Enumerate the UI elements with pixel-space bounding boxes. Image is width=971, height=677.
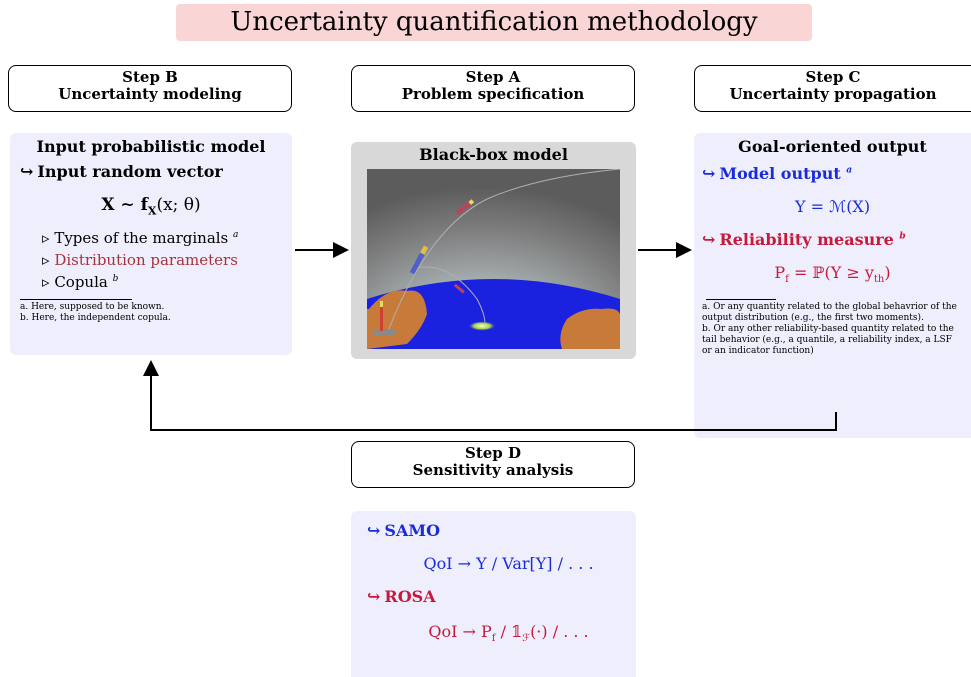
footnote-divider — [20, 299, 132, 301]
bullet-text: Types of the marginals — [54, 229, 229, 248]
arrow-c-to-b-feedback — [143, 360, 837, 431]
output-footnote-a: a. Or any quantity related to the global… — [702, 302, 957, 324]
formula-sub: th — [873, 274, 885, 286]
formula-part: ) — [884, 263, 891, 282]
input-panel-subheading: ↪Input random vector — [20, 162, 282, 181]
step-c-label: Step C — [805, 68, 861, 86]
step-b-label: Step B — [122, 68, 178, 86]
rosa-formula: QoI → Pf / 𝟙ℱ(·) / . . . — [367, 622, 620, 644]
formula-main: X ∼ f — [101, 195, 148, 215]
rocket-trajectory-illustration — [367, 169, 620, 349]
bullet-parameters: ▹ Distribution parameters — [42, 251, 282, 269]
reliability-heading: ↪Reliability measure b — [702, 230, 963, 249]
hook-arrow-icon: ↪ — [367, 521, 381, 540]
step-b-box: Step B Uncertainty modeling — [8, 65, 292, 112]
input-footnote-b: b. Here, the independent copula. — [20, 313, 171, 324]
formula-sub: ℱ — [522, 633, 531, 645]
model-output-heading: ↪Model output a — [702, 164, 963, 183]
output-footnote-b: b. Or any other reliability-based quanti… — [702, 324, 954, 357]
rocket-upper-stage-icon — [455, 199, 475, 215]
formula-sub: f — [785, 274, 789, 286]
blackbox-heading: Black-box model — [419, 145, 568, 164]
bullet-sup: b — [112, 274, 119, 285]
triangle-bullet-icon: ▹ — [42, 251, 55, 270]
step-b-title: Uncertainty modeling — [58, 85, 242, 103]
bullet-text: Distribution parameters — [54, 251, 238, 270]
rosa-text: ROSA — [384, 587, 436, 606]
input-distribution-formula: X ∼ fX(x; θ) — [20, 195, 282, 217]
input-footnote-a: a. Here, supposed to be known. — [20, 302, 165, 313]
footnote-divider — [706, 299, 776, 301]
rocket-launch-icon — [373, 301, 395, 336]
reliability-text: Reliability measure — [719, 230, 894, 249]
formula-part: / 𝟙 — [495, 622, 523, 641]
samo-text: SAMO — [384, 521, 441, 540]
triangle-bullet-icon: ▹ — [42, 273, 55, 292]
formula-part: P — [774, 263, 786, 282]
model-output-sup: a — [846, 165, 853, 176]
formula-tail: (x; θ) — [156, 195, 201, 215]
bullet-marginals: ▹ Types of the marginals a — [42, 229, 282, 247]
rosa-heading: ↪ROSA — [367, 587, 620, 606]
input-panel-heading: Input probabilistic model — [36, 137, 266, 156]
output-panel-heading: Goal-oriented output — [738, 137, 927, 156]
step-a-box: Step A Problem specification — [351, 65, 635, 112]
step-d-label: Step D — [464, 444, 522, 462]
rocket-stage-icon — [409, 245, 429, 275]
step-c-box: Step C Uncertainty propagation — [694, 65, 971, 112]
bullet-copula: ▹ Copula b — [42, 273, 282, 291]
rocket-debris-icon — [453, 283, 465, 294]
landmass-right — [560, 308, 620, 349]
model-output-text: Model output — [719, 164, 841, 183]
reliability-sup: b — [899, 231, 906, 242]
formula-part: = ℙ(Y ≥ y — [788, 263, 874, 282]
sensitivity-panel: ↪SAMO QoI → Y / Var[Y] / . . . ↪ROSA QoI… — [351, 511, 636, 677]
bullet-text: Copula — [54, 273, 108, 292]
model-output-formula: Y = ℳ(X) — [794, 197, 871, 216]
formula-part: QoI → P — [428, 622, 492, 641]
formula-sub: f — [491, 633, 496, 645]
hook-arrow-icon: ↪ — [20, 162, 34, 181]
triangle-bullet-icon: ▹ — [42, 229, 55, 248]
formula-sub: X — [147, 204, 157, 218]
step-d-box: Step D Sensitivity analysis — [351, 441, 635, 488]
hook-arrow-icon: ↪ — [702, 164, 716, 183]
bullet-sup: a — [233, 230, 239, 241]
subheading-text: Input random vector — [37, 162, 223, 181]
samo-heading: ↪SAMO — [367, 521, 620, 540]
step-c-title: Uncertainty propagation — [729, 85, 937, 103]
samo-formula: QoI → Y / Var[Y] / . . . — [423, 554, 594, 573]
step-a-label: Step A — [465, 68, 521, 86]
reliability-formula: Pf = ℙ(Y ≥ yth) — [702, 263, 963, 285]
page-title: Uncertainty quantification methodology — [176, 4, 812, 41]
input-model-panel: Input probabilistic model ↪Input random … — [10, 133, 292, 355]
hook-arrow-icon: ↪ — [702, 230, 716, 249]
step-a-title: Problem specification — [401, 85, 585, 103]
goal-output-panel: Goal-oriented output ↪Model output a Y =… — [694, 133, 971, 438]
hook-arrow-icon: ↪ — [367, 587, 381, 606]
blackbox-panel: Black-box model — [351, 142, 636, 359]
formula-part: (·) / . . . — [530, 622, 589, 641]
step-d-title: Sensitivity analysis — [412, 461, 574, 479]
